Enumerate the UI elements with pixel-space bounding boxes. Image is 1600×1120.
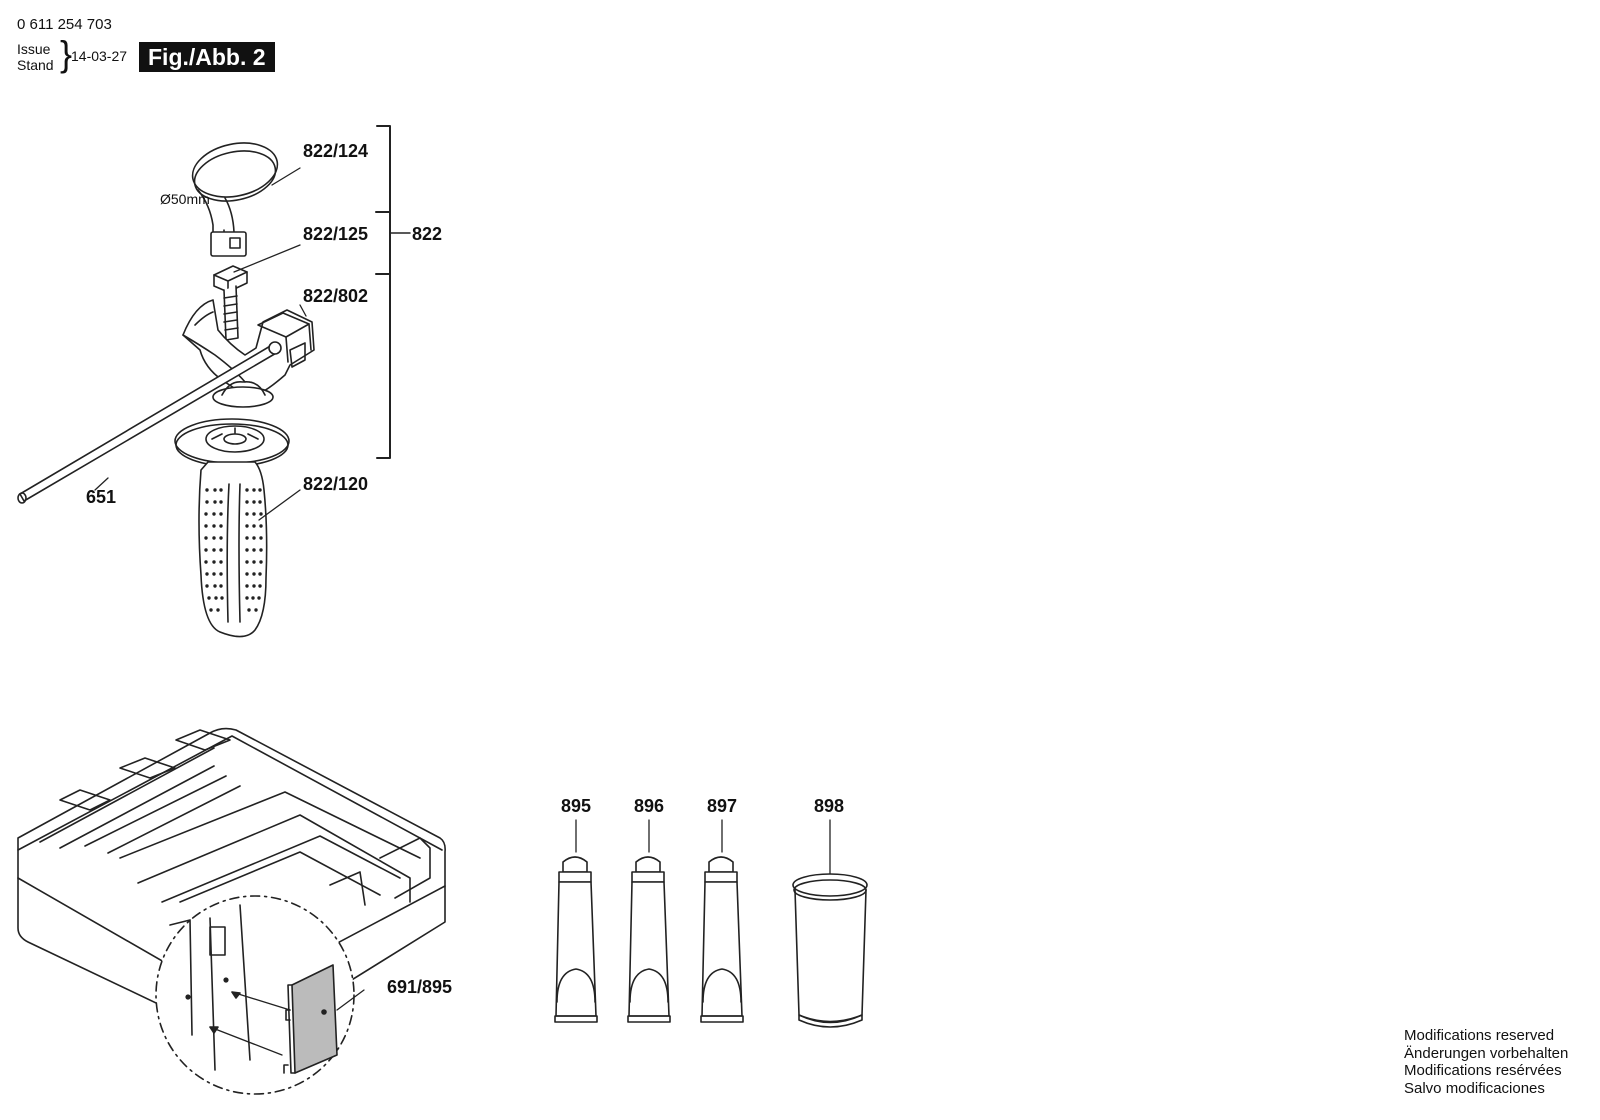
leader-lines-top bbox=[94, 125, 411, 521]
label-895: 895 bbox=[561, 796, 591, 816]
grease-container-898-drawing bbox=[792, 819, 868, 1028]
issue-date: 14-03-27 bbox=[71, 48, 128, 64]
stand-label: Stand bbox=[17, 57, 54, 73]
grease-tube-895-drawing bbox=[554, 819, 598, 1023]
label-691-895: 691/895 bbox=[387, 977, 452, 997]
label-822: 822 bbox=[412, 224, 442, 244]
label-896: 896 bbox=[634, 796, 664, 816]
label-822-120: 822/120 bbox=[303, 474, 368, 494]
label-822-124: 822/124 bbox=[303, 141, 368, 161]
label-diameter: Ø50mm bbox=[160, 191, 210, 207]
label-822-125: 822/125 bbox=[303, 224, 368, 244]
notice-line-en: Modifications reserved bbox=[1404, 1027, 1555, 1044]
notice-line-es: Salvo modificaciones bbox=[1404, 1079, 1545, 1097]
issue-label: Issue bbox=[17, 41, 51, 57]
notice-line-fr: Modifications resérvées bbox=[1404, 1062, 1562, 1079]
handle-holder-drawing bbox=[182, 299, 315, 408]
bolt-drawing bbox=[213, 265, 248, 341]
label-651: 651 bbox=[86, 487, 116, 507]
notice-line-de: Änderungen vorbehalten bbox=[1404, 1044, 1569, 1062]
auxiliary-handle-drawing bbox=[174, 418, 290, 638]
depth-rod-drawing bbox=[17, 341, 282, 504]
figure-label: Fig./Abb. 2 bbox=[139, 42, 275, 72]
brace-glyph: } bbox=[60, 33, 73, 74]
label-822-802: 822/802 bbox=[303, 286, 368, 306]
grip-dots bbox=[204, 488, 263, 612]
part-number: 0 611 254 703 bbox=[17, 16, 112, 33]
modifications-notice: Modifications reserved Änderungen vorbeh… bbox=[1404, 1027, 1568, 1097]
grease-tube-897-drawing bbox=[700, 819, 744, 1023]
carrying-case-drawing bbox=[17, 727, 446, 1095]
label-897: 897 bbox=[707, 796, 737, 816]
leader-691-895 bbox=[336, 989, 365, 1011]
clamp-band-drawing bbox=[191, 142, 279, 257]
issue-stand-label: Issue Stand bbox=[17, 41, 54, 73]
grease-tube-896-drawing bbox=[627, 819, 671, 1023]
label-898: 898 bbox=[814, 796, 844, 816]
